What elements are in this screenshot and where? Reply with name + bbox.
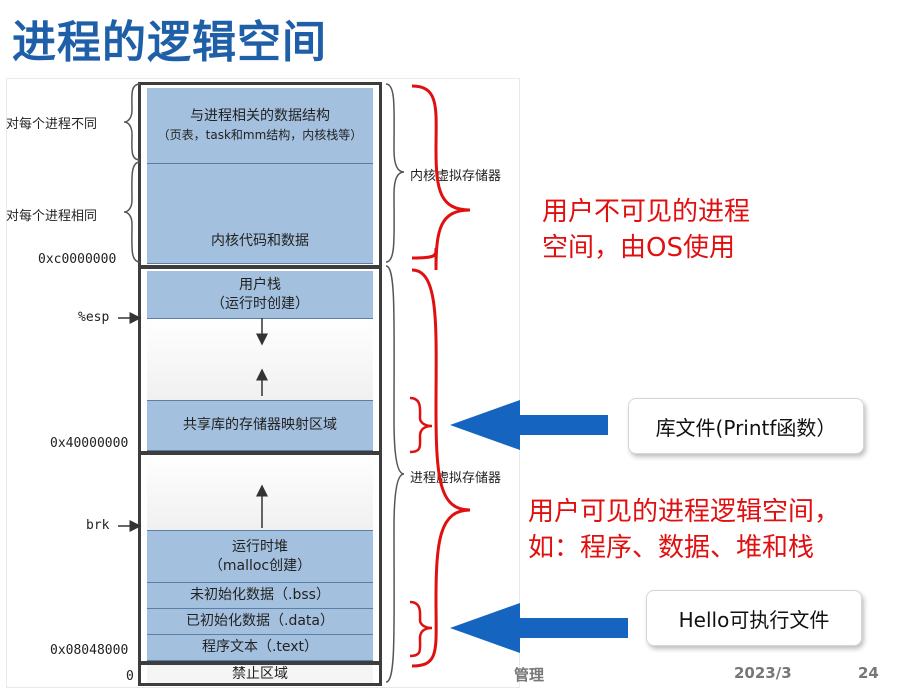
- user-note-line1: 用户可见的进程逻辑空间，: [528, 497, 841, 527]
- address-kernel-base: 0xc0000000: [38, 252, 117, 267]
- red-brace-shared-lib: [409, 396, 433, 454]
- label-per-process-same: 对每个进程相同: [6, 209, 98, 224]
- segment-heap: 运行时堆 （malloc创建）: [147, 531, 373, 583]
- segment-stack-gap: [147, 319, 373, 401]
- segment-user-stack-label: 用户栈: [239, 276, 281, 293]
- segment-kernel-code-label: 内核代码和数据: [211, 233, 309, 249]
- footer-course-name: 管理: [514, 666, 545, 684]
- footer-date: 2023/3: [734, 664, 792, 682]
- segment-text: 程序文本（.text）: [147, 635, 373, 661]
- red-brace-executable: [409, 600, 433, 658]
- kernel-note-line2: 空间，由OS使用: [542, 233, 735, 263]
- segment-text-label: 程序文本（.text）: [201, 639, 319, 655]
- segment-heap-label: 运行时堆: [232, 538, 288, 555]
- blue-arrow-executable: [450, 603, 628, 653]
- executable-callout-text: Hello可执行文件: [678, 607, 830, 632]
- segment-data: 已初始化数据（.data）: [147, 609, 373, 635]
- address-brk: brk: [86, 518, 110, 533]
- segment-forbidden-label: 禁止区域: [232, 665, 288, 682]
- segment-kernel-structures-sublabel: （页表，task和mm结构，内核栈等）: [157, 127, 363, 142]
- red-brace-kernel: [411, 84, 471, 271]
- slide-title: 进程的逻辑空间: [12, 17, 327, 68]
- shared-divider: [141, 451, 379, 455]
- left-brace-different: [123, 83, 141, 161]
- kernel-user-divider: [141, 265, 379, 269]
- segment-bss: 未初始化数据（.bss）: [147, 583, 373, 609]
- user-note: 用户可见的进程逻辑空间， 如：程序、数据、堆和栈: [528, 494, 840, 566]
- segment-bss-label: 未初始化数据（.bss）: [190, 587, 330, 603]
- segment-data-label: 已初始化数据（.data）: [186, 613, 334, 629]
- label-per-process-different: 对每个进程不同: [6, 117, 98, 132]
- segment-user-stack-sublabel: （运行时创建）: [211, 295, 309, 312]
- label-process-virtual-memory: 进程虚拟存储器: [410, 471, 502, 486]
- kernel-note-line1: 用户不可见的进程: [542, 197, 751, 227]
- segment-shared-libraries-label: 共享库的存储器映射区域: [183, 417, 337, 433]
- label-kernel-virtual-memory: 内核虚拟存储器: [410, 169, 502, 184]
- library-callout-box: 库文件(Printf函数）: [628, 398, 864, 454]
- red-brace-user: [411, 268, 471, 668]
- address-text-base: 0x08048000: [50, 643, 129, 658]
- segment-user-stack: 用户栈 （运行时创建）: [147, 271, 373, 319]
- address-esp: %esp: [78, 310, 110, 325]
- user-note-line2: 如：程序、数据、堆和栈: [528, 533, 815, 563]
- segment-forbidden: 禁止区域: [147, 665, 373, 683]
- right-brace-kernel: [385, 83, 405, 263]
- left-brace-same: [123, 161, 141, 263]
- kernel-note: 用户不可见的进程 空间，由OS使用: [542, 194, 750, 266]
- segment-kernel-structures-label: 与进程相关的数据结构: [190, 107, 330, 124]
- text-divider: [141, 661, 379, 665]
- address-zero: 0: [126, 669, 134, 684]
- library-callout-text: 库文件(Printf函数）: [655, 415, 837, 440]
- right-brace-process: [385, 265, 405, 683]
- segment-shared-libraries: 共享库的存储器映射区域: [147, 401, 373, 451]
- segment-kernel-code: 内核代码和数据: [147, 164, 373, 264]
- address-space-stack: 与进程相关的数据结构 （页表，task和mm结构，内核栈等） 内核代码和数据 用…: [138, 82, 382, 686]
- footer-page-number: 24: [858, 664, 879, 682]
- blue-arrow-library: [450, 400, 608, 450]
- segment-heap-sublabel: （malloc创建）: [208, 557, 312, 574]
- segment-kernel-structures: 与进程相关的数据结构 （页表，task和mm结构，内核栈等）: [147, 88, 373, 164]
- address-shared-base: 0x40000000: [50, 436, 129, 451]
- executable-callout-box: Hello可执行文件: [646, 590, 862, 646]
